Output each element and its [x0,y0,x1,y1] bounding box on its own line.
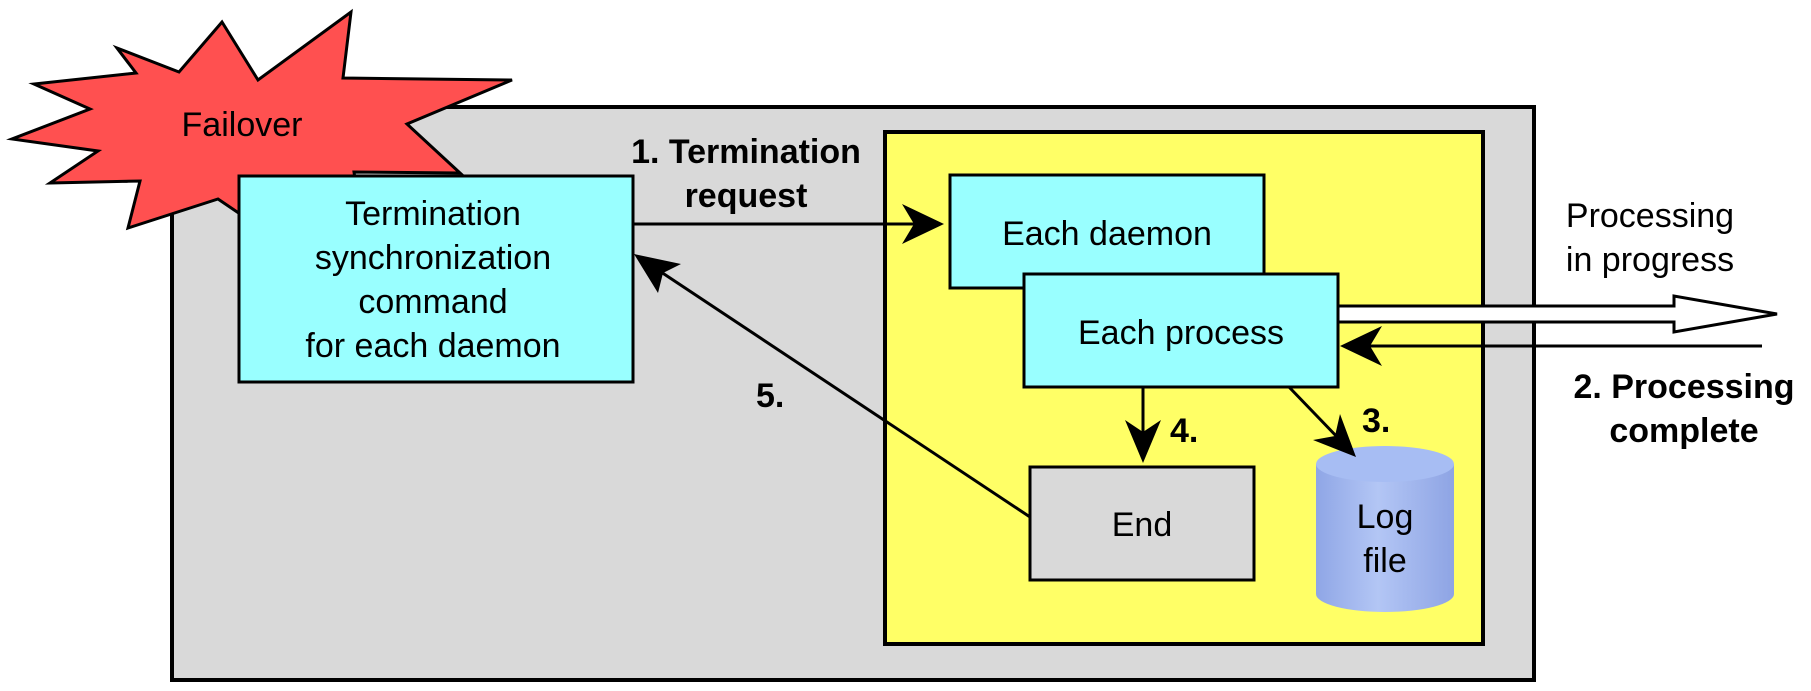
command-box: Termination synchronization command for … [237,174,635,384]
step5-label: 5. [756,377,784,415]
log-cylinder-top [1316,446,1454,482]
step1-label-line-2: request [685,177,808,215]
end-box-rect [1028,465,1256,582]
log-label-2: file [1363,542,1406,580]
step2-label-line-2: complete [1609,412,1758,450]
daemon-label: Each daemon [1002,215,1212,253]
step4-label: 4. [1170,412,1198,450]
arrow-step5 [634,254,1031,519]
command-line-1: Termination [345,195,521,233]
arrow-step3 [1287,385,1356,457]
arrow-processing-in-progress [1336,294,1778,334]
daemon-box: Each daemon [948,173,1266,290]
process-box: Each process [1022,272,1340,389]
in-progress-line-2: in progress [1566,241,1734,279]
command-box-rect [237,174,635,384]
process-box-rect [1022,272,1340,389]
log-label-1: Log [1357,498,1414,536]
failover-label: Failover [182,106,303,144]
command-line-4: for each daemon [305,327,560,365]
in-progress-line-1: Processing [1566,197,1734,235]
step3-label: 3. [1362,402,1390,440]
end-box: End [1028,465,1256,582]
log-cylinder-body [1316,464,1454,612]
command-line-3: command [358,283,507,321]
step2-label-line-1: 2. Processing [1573,368,1794,406]
command-line-2: synchronization [315,239,551,277]
arrow-processing-complete [1340,326,1762,366]
daemon-box-rect [948,173,1266,290]
end-label: End [1112,506,1173,544]
step1-label-line-1: 1. Termination [631,133,861,171]
arrow-step4 [1125,387,1161,463]
arrow-termination-request [633,204,944,244]
process-label: Each process [1078,314,1284,352]
log-file-cylinder: Log file [1316,446,1454,612]
